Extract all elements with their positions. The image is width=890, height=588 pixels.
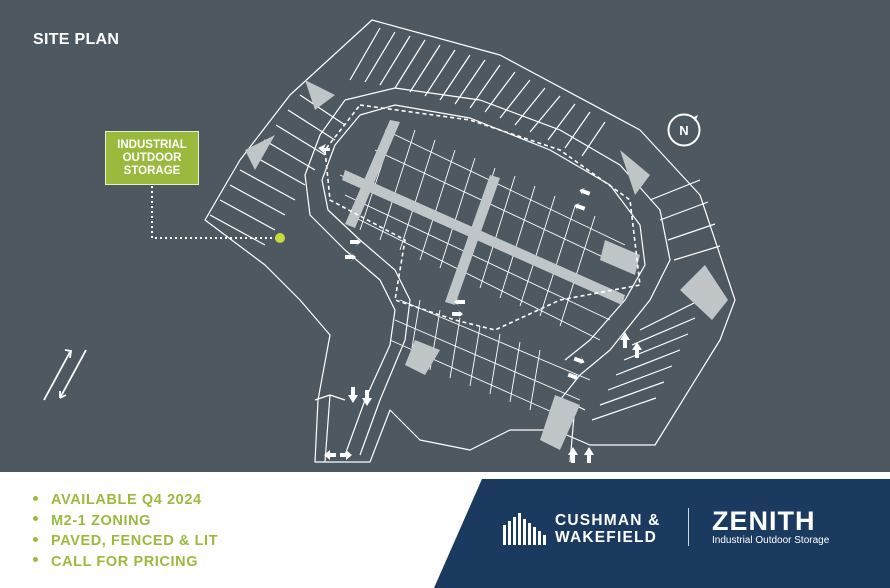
cushman-wakefield-logo: CUSHMAN & WAKEFIELD — [503, 512, 661, 546]
parking-stalls-west — [209, 94, 346, 246]
feature-list: AVAILABLE Q4 2024 M2-1 ZONING PAVED, FEN… — [33, 490, 218, 572]
drive-aisle-west-inner — [321, 114, 411, 456]
drive-aisle-west — [304, 99, 396, 456]
feature-item: M2-1 ZONING — [33, 511, 218, 532]
north-letter: N — [679, 123, 688, 138]
entrance-lanes — [314, 394, 586, 463]
zenith-wordmark: ZENITH — [712, 506, 816, 536]
drive-aisle-outer — [344, 87, 671, 401]
ios-callout-label: INDUSTRIAL OUTDOOR STORAGE — [105, 131, 199, 185]
ios-area-boundary — [324, 104, 641, 331]
parking-stalls-north — [349, 27, 606, 157]
bullet-icon — [33, 495, 38, 501]
site-boundary — [204, 19, 736, 463]
parking-stalls-east — [591, 179, 721, 421]
feature-item: CALL FOR PRICING — [33, 552, 218, 573]
info-footer: AVAILABLE Q4 2024 M2-1 ZONING PAVED, FEN… — [0, 472, 890, 588]
cushman-wakefield-mark-icon — [503, 513, 546, 545]
site-plan-map: SITE PLAN INDUSTRIAL OUTDOOR STORAGE N — [0, 0, 890, 472]
north-compass-icon: N — [667, 113, 701, 147]
page-title: SITE PLAN — [33, 31, 120, 48]
ios-leader-line — [151, 186, 280, 239]
cushman-wakefield-wordmark: CUSHMAN & WAKEFIELD — [555, 512, 661, 546]
bullet-icon — [33, 557, 38, 563]
drive-aisle-inner — [359, 104, 646, 361]
logo-divider — [688, 508, 689, 546]
traffic-direction-icon — [43, 349, 87, 401]
bullet-icon — [33, 536, 38, 542]
zenith-tagline: Industrial Outdoor Storage — [712, 535, 830, 546]
ios-location-dot — [275, 233, 285, 243]
brand-panel — [434, 479, 890, 588]
feature-item: AVAILABLE Q4 2024 — [33, 490, 218, 511]
zenith-logo: ZENITH Industrial Outdoor Storage — [712, 508, 829, 547]
paved-strips — [245, 80, 728, 450]
traffic-arrows — [318, 144, 642, 463]
bullet-icon — [33, 516, 38, 522]
feature-item: PAVED, FENCED & LIT — [33, 531, 218, 552]
site-plan-drawing — [43, 19, 736, 463]
